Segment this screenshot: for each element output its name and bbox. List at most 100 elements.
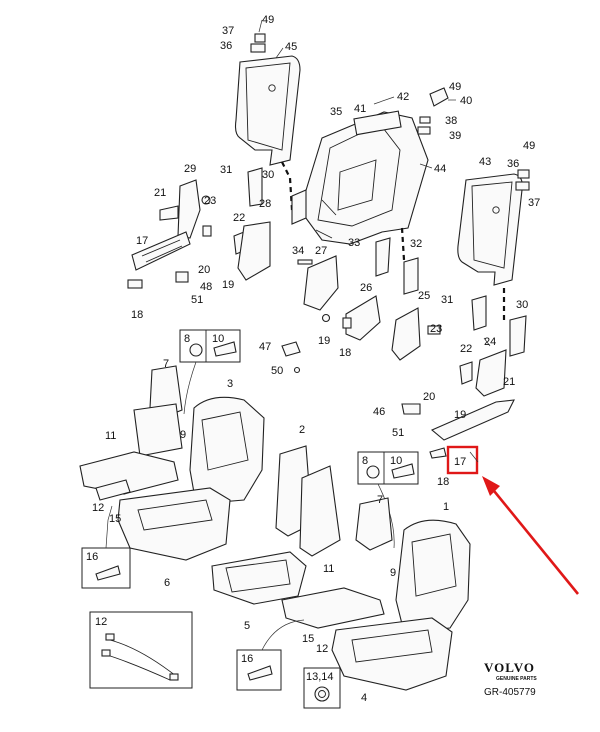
- callout-15: 15: [302, 633, 314, 645]
- callout-31: 31: [220, 164, 232, 176]
- brand-subtitle: GENUINE PARTS: [496, 676, 537, 682]
- callout-33: 33: [348, 237, 360, 249]
- callout-45: 45: [285, 41, 297, 53]
- leader-lines: [258, 19, 491, 463]
- callout-30: 30: [516, 299, 528, 311]
- callout-40: 40: [460, 95, 472, 107]
- callout-15: 15: [109, 513, 121, 525]
- clip-47-50: [281, 341, 301, 374]
- callout-12: 12: [92, 502, 104, 514]
- callout-38: 38: [445, 115, 457, 127]
- inset-box-16-left: [81, 505, 131, 589]
- callout-34: 34: [292, 245, 304, 257]
- highlight-group: [446, 445, 580, 595]
- callout-16: 16: [86, 551, 98, 563]
- callout-18: 18: [437, 476, 449, 488]
- callout-11: 11: [105, 430, 116, 442]
- callout-18: 18: [339, 347, 351, 359]
- callout-48: 48: [200, 281, 212, 293]
- callout-8: 8: [362, 455, 368, 467]
- callout-37: 37: [222, 25, 234, 37]
- callout-49: 49: [523, 140, 535, 152]
- callout-50: 50: [271, 365, 283, 377]
- callout-51: 51: [392, 427, 404, 439]
- callout-9: 9: [390, 567, 396, 579]
- left-side-trims: [127, 167, 307, 289]
- callout-20: 20: [198, 264, 210, 276]
- callout-25: 25: [418, 290, 430, 302]
- seat-left-assembly: [79, 365, 265, 561]
- callout-46: 46: [373, 406, 385, 418]
- inset-box-16-lower: [236, 619, 305, 691]
- callout-7: 7: [163, 358, 169, 370]
- callout-28: 28: [259, 198, 271, 210]
- callout-12: 12: [316, 643, 328, 655]
- callout-49: 49: [449, 81, 461, 93]
- brand-logo: VOLVO: [484, 660, 535, 675]
- callout-51: 51: [191, 294, 203, 306]
- callout-5: 5: [244, 620, 250, 632]
- callout-37: 37: [528, 197, 540, 209]
- red-arrow-head: [482, 476, 500, 496]
- callout-29: 29: [184, 163, 196, 175]
- inset-box-12-cable: [89, 611, 193, 689]
- callout-36: 36: [220, 40, 232, 52]
- callout-22: 22: [460, 343, 472, 355]
- red-arrow: [488, 485, 580, 595]
- callout-labels: 49 37 36 45 42 35 41 49 40 38 39 44 29 3…: [86, 14, 540, 704]
- callout-3: 3: [227, 378, 233, 390]
- callout-31: 31: [441, 294, 453, 306]
- callout-44: 44: [434, 163, 446, 175]
- callout-21: 21: [154, 187, 166, 199]
- callout-9: 9: [180, 429, 186, 441]
- callout-19: 19: [318, 335, 330, 347]
- inset-box-13-14: [303, 667, 341, 709]
- callout-32: 32: [410, 238, 422, 250]
- callout-47: 47: [259, 341, 271, 353]
- callout-16: 16: [241, 653, 253, 665]
- callout-19: 19: [222, 279, 234, 291]
- callout-10: 10: [390, 455, 402, 467]
- callout-6: 6: [164, 577, 170, 589]
- callout-13-14: 13,14: [306, 671, 334, 683]
- callout-23: 23: [204, 195, 216, 207]
- callout-2: 2: [299, 424, 305, 436]
- callout-23: 23: [430, 323, 442, 335]
- callout-26: 26: [360, 282, 372, 294]
- callout-35: 35: [330, 106, 342, 118]
- callout-20: 20: [423, 391, 435, 403]
- inset-box-8-10-lower: [357, 451, 419, 549]
- right-side-trims: [401, 295, 527, 459]
- brand-block: VOLVO GENUINE PARTS GR-405779: [484, 660, 537, 698]
- inset-box-8-10-upper: [179, 329, 241, 415]
- callout-43: 43: [479, 156, 491, 168]
- callout-30: 30: [262, 169, 274, 181]
- callout-10: 10: [212, 333, 224, 345]
- callout-11: 11: [323, 563, 334, 575]
- callout-24: 24: [484, 336, 496, 348]
- callout-12: 12: [95, 616, 107, 628]
- callout-17-highlighted: 17: [454, 456, 466, 468]
- callout-49: 49: [262, 14, 274, 26]
- highlight-box: [446, 445, 479, 475]
- callout-7: 7: [377, 494, 383, 506]
- center-side-trims: [297, 237, 421, 361]
- callout-17: 17: [136, 235, 148, 247]
- callout-21: 21: [503, 376, 515, 388]
- seat-right-assembly: [281, 497, 471, 691]
- headrest-right: [457, 169, 530, 286]
- callout-8: 8: [184, 333, 190, 345]
- small-parts-top-right: [417, 87, 449, 135]
- callout-41: 41: [354, 103, 366, 115]
- seat-center-assembly: [211, 445, 341, 605]
- callout-19: 19: [454, 409, 466, 421]
- callout-36: 36: [507, 158, 519, 170]
- callout-1: 1: [443, 501, 449, 513]
- diagram-reference: GR-405779: [484, 687, 536, 698]
- callout-27: 27: [315, 245, 327, 257]
- callout-22: 22: [233, 212, 245, 224]
- callout-39: 39: [449, 130, 461, 142]
- headrest-left: [234, 33, 301, 166]
- callout-18: 18: [131, 309, 143, 321]
- callout-4: 4: [361, 692, 367, 704]
